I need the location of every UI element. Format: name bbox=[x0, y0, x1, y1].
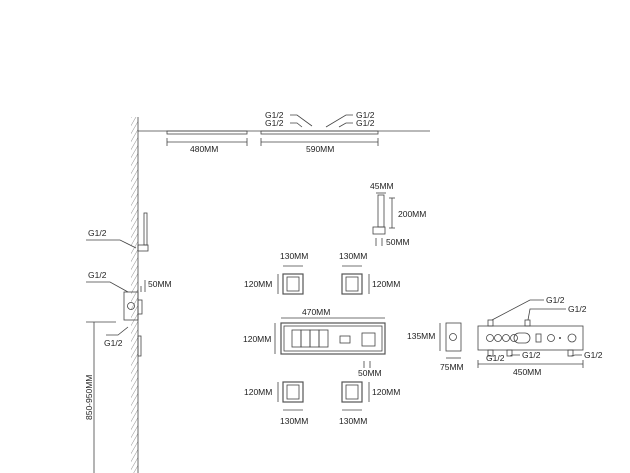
wall-mixer: G1/2 G1/2 50MM bbox=[86, 270, 172, 357]
g12-label: G1/2 bbox=[546, 295, 565, 305]
dim-panel-h: 120MM bbox=[243, 334, 271, 344]
thermostatic-valve: G1/2 G1/2 G1/2 G1/2 G1/2 450MM bbox=[477, 295, 603, 377]
dim-box-d: 75MM bbox=[440, 362, 464, 372]
rain-panel-590: 590MM bbox=[260, 130, 379, 154]
dim-spray-w: 130MM bbox=[339, 416, 367, 426]
dim-mixer-depth: 50MM bbox=[148, 279, 172, 289]
height-dimension: 850-950MM bbox=[84, 321, 116, 473]
body-spray-bottom-right: 120MM 130MM bbox=[339, 381, 400, 426]
dim-valve-w: 450MM bbox=[513, 367, 541, 377]
g12-label: G1/2 bbox=[265, 110, 284, 120]
dim-hs-width: 45MM bbox=[370, 181, 394, 191]
ceiling-inlets: G1/2 G1/2 G1/2 G1/2 bbox=[265, 110, 375, 128]
g12-label: G1/2 bbox=[486, 353, 505, 363]
g12-label: G1/2 bbox=[104, 338, 123, 348]
dim-panel-w: 470MM bbox=[302, 307, 330, 317]
g12-label: G1/2 bbox=[88, 270, 107, 280]
dim-480: 480MM bbox=[190, 144, 218, 154]
dim-hs-base: 50MM bbox=[386, 237, 410, 247]
dim-panel-gap: 50MM bbox=[358, 368, 382, 378]
body-spray-top-left: 130MM 120MM bbox=[244, 251, 308, 295]
dim-spray-w: 130MM bbox=[280, 416, 308, 426]
g12-label: G1/2 bbox=[88, 228, 107, 238]
control-panel: 470MM 120MM 50MM bbox=[243, 307, 386, 378]
body-spray-top-right: 130MM 120MM bbox=[339, 251, 400, 295]
wall bbox=[131, 117, 138, 473]
dim-spray-h: 120MM bbox=[244, 279, 272, 289]
dim-hs-height: 200MM bbox=[398, 209, 426, 219]
dim-spray-h: 120MM bbox=[372, 279, 400, 289]
hand-shower-detail: 45MM 200MM 50MM bbox=[370, 181, 426, 247]
valve-box-side: 135MM 75MM bbox=[407, 322, 464, 372]
rain-panel-480: 480MM bbox=[166, 130, 248, 154]
dim-height: 850-950MM bbox=[84, 375, 94, 420]
wall-hand-shower: G1/2 bbox=[86, 212, 149, 252]
dim-590: 590MM bbox=[306, 144, 334, 154]
dim-spray-w: 130MM bbox=[280, 251, 308, 261]
dim-spray-w: 130MM bbox=[339, 251, 367, 261]
body-spray-bottom-left: 120MM 130MM bbox=[244, 381, 308, 426]
g12-label: G1/2 bbox=[584, 350, 603, 360]
g12-label: G1/2 bbox=[356, 118, 375, 128]
g12-label: G1/2 bbox=[356, 110, 375, 120]
dim-spray-h: 120MM bbox=[244, 387, 272, 397]
g12-label: G1/2 bbox=[265, 118, 284, 128]
g12-label: G1/2 bbox=[568, 304, 587, 314]
dim-spray-h: 120MM bbox=[372, 387, 400, 397]
g12-label: G1/2 bbox=[522, 350, 541, 360]
dim-box-h: 135MM bbox=[407, 331, 435, 341]
